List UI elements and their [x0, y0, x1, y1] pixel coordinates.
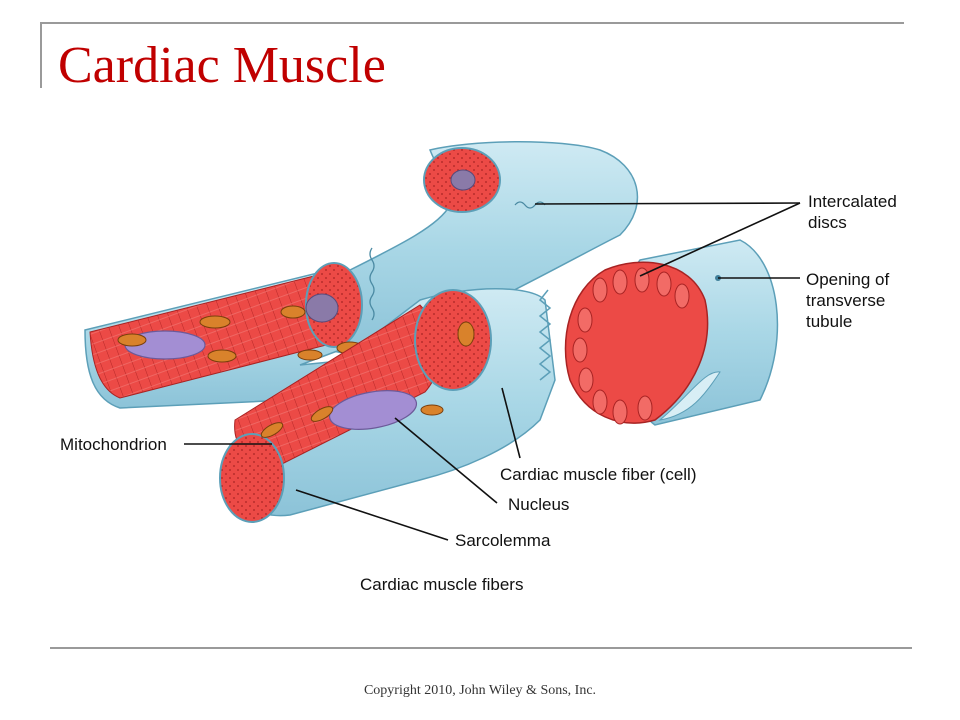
diagram-caption: Cardiac muscle fibers	[360, 575, 523, 594]
label-intercalated-discs-line2: discs	[808, 213, 847, 232]
slide-title: Cardiac Muscle	[58, 37, 386, 94]
front-intercalated-disc	[538, 289, 552, 381]
upper-intercalated-disc	[369, 201, 546, 321]
right-muscle-fiber	[564, 239, 779, 426]
label-opening-line3: tubule	[806, 312, 852, 331]
upper-fiber-nucleus	[450, 169, 476, 191]
label-mitochondrion: Mitochondrion	[60, 435, 167, 454]
footer-rule	[50, 647, 912, 649]
intercalated-disc-folds	[572, 267, 690, 425]
left-top-nucleus	[305, 293, 339, 323]
slide-footer: Copyright 2010, John Wiley & Sons, Inc.	[363, 683, 597, 698]
label-cardiac-muscle-fiber: Cardiac muscle fiber (cell)	[500, 465, 697, 484]
intercalated-disc-surface	[564, 261, 709, 424]
label-sarcolemma: Sarcolemma	[455, 531, 551, 550]
sarcolemma-leader	[295, 489, 449, 541]
leader-lines	[184, 202, 801, 541]
label-opening-line2: transverse	[806, 291, 885, 310]
front-nucleus	[328, 390, 418, 430]
label-intercalated-discs-line1: Intercalated	[808, 192, 897, 211]
fiber-leader	[501, 387, 521, 459]
label-opening-line1: Opening of	[806, 270, 889, 289]
front-mitochondria	[260, 321, 475, 438]
front-muscle-fiber	[219, 288, 556, 523]
front-fiber-end	[414, 289, 492, 391]
intercalated-leader-2	[639, 202, 801, 277]
label-nucleus: Nucleus	[508, 495, 569, 514]
front-fiber-near-end	[219, 433, 285, 523]
intercalated-leader-1	[534, 202, 801, 205]
title-frame-top-rule	[40, 22, 904, 24]
title-frame-left-rule	[40, 22, 42, 88]
nucleus-leader	[394, 417, 498, 504]
transverse-tubule-flap	[658, 371, 721, 421]
